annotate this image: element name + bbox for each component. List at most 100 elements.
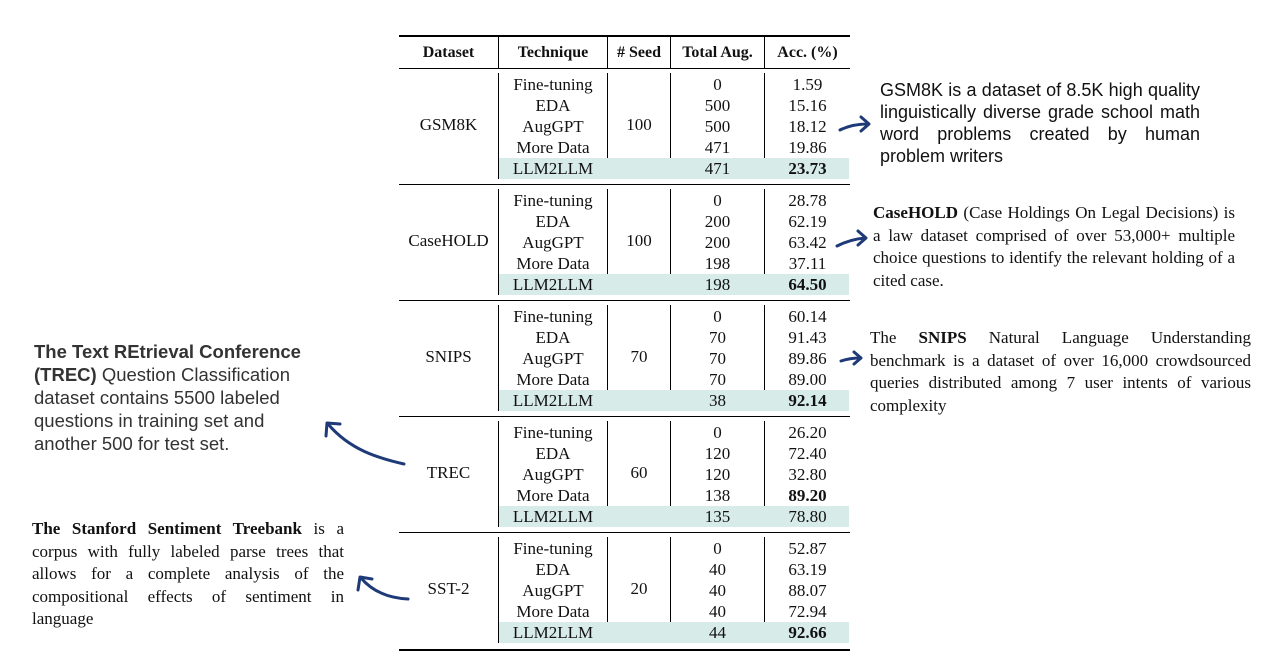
column-separator bbox=[607, 189, 608, 295]
technique-cell: More Data bbox=[516, 254, 590, 273]
total-aug-cell: 138 bbox=[704, 486, 731, 505]
technique-cell: AugGPT bbox=[522, 117, 584, 136]
technique-cell: Fine-tuning bbox=[513, 75, 593, 94]
column-separator bbox=[498, 421, 499, 527]
accuracy-cell: 72.94 bbox=[788, 602, 827, 621]
accuracy-cell: 89.00 bbox=[788, 370, 827, 389]
total-aug-cell: 200 bbox=[704, 233, 731, 252]
snips-description: Natural Language Understanding benchmark… bbox=[870, 328, 1251, 415]
total-aug-cell: 135 bbox=[704, 507, 731, 526]
technique-cell: EDA bbox=[535, 328, 571, 347]
accuracy-cell: 89.20 bbox=[788, 486, 827, 505]
accuracy-cell: 78.80 bbox=[788, 507, 827, 526]
header-rule bbox=[399, 68, 850, 69]
technique-cell: AugGPT bbox=[522, 233, 584, 252]
column-separator bbox=[607, 305, 608, 411]
column-separator bbox=[607, 73, 608, 179]
row-highlight bbox=[499, 390, 849, 411]
header-total-aug: Total Aug. bbox=[682, 44, 753, 61]
table-top-rule bbox=[399, 35, 850, 37]
header-accuracy: Acc. (%) bbox=[765, 37, 850, 68]
dataset-name: GSM8K bbox=[419, 115, 478, 134]
accuracy-cell: 32.80 bbox=[788, 465, 827, 484]
technique-cell: Fine-tuning bbox=[513, 539, 593, 558]
total-aug-cell: 0 bbox=[713, 539, 722, 558]
table-row: AugGPT 40 88.07 bbox=[399, 580, 850, 601]
accuracy-cell: 26.20 bbox=[788, 423, 827, 442]
casehold-name: CaseHOLD bbox=[873, 203, 958, 222]
trec-arrow-icon bbox=[324, 421, 406, 466]
accuracy-cell: 23.73 bbox=[788, 159, 827, 178]
group-separator bbox=[399, 300, 850, 301]
accuracy-cell: 1.59 bbox=[792, 75, 823, 94]
seed-count: 100 bbox=[626, 231, 652, 250]
total-aug-cell: 40 bbox=[709, 602, 726, 621]
column-separator bbox=[764, 189, 765, 295]
row-highlight bbox=[499, 622, 849, 643]
accuracy-cell: 88.07 bbox=[788, 581, 827, 600]
header-technique: Technique bbox=[517, 44, 589, 61]
total-aug-cell: 70 bbox=[709, 370, 726, 389]
technique-cell: EDA bbox=[535, 444, 571, 463]
total-aug-cell: 38 bbox=[709, 391, 726, 410]
technique-cell: Fine-tuning bbox=[513, 307, 593, 326]
accuracy-cell: 63.42 bbox=[788, 233, 827, 252]
technique-cell: More Data bbox=[516, 138, 590, 157]
row-highlight bbox=[499, 274, 849, 295]
column-separator bbox=[670, 421, 671, 527]
sst-arrow-icon bbox=[356, 575, 410, 601]
column-separator bbox=[764, 73, 765, 179]
accuracy-cell: 37.11 bbox=[788, 254, 827, 273]
column-separator bbox=[498, 73, 499, 179]
technique-cell: Fine-tuning bbox=[513, 191, 593, 210]
column-separator bbox=[607, 537, 608, 643]
casehold-description: (Case Holdings On Legal Decisions) is a … bbox=[873, 203, 1235, 290]
header-separator bbox=[498, 37, 499, 68]
seed-count: 20 bbox=[630, 579, 648, 598]
total-aug-cell: 0 bbox=[713, 423, 722, 442]
total-aug-cell: 40 bbox=[709, 560, 726, 579]
trec-annotation: The Text REtrieval Conference (TREC) Que… bbox=[34, 340, 326, 455]
accuracy-cell: 89.86 bbox=[788, 349, 827, 368]
column-separator bbox=[764, 421, 765, 527]
technique-cell: LLM2LLM bbox=[512, 623, 594, 642]
column-separator bbox=[498, 189, 499, 295]
accuracy-cell: 91.43 bbox=[788, 328, 827, 347]
total-aug-cell: 44 bbox=[709, 623, 726, 642]
dataset-name: TREC bbox=[426, 463, 471, 482]
column-separator bbox=[764, 305, 765, 411]
technique-cell: AugGPT bbox=[522, 581, 584, 600]
dataset-name: SNIPS bbox=[425, 347, 472, 366]
dataset-name: SST-2 bbox=[427, 579, 470, 598]
technique-cell: More Data bbox=[516, 370, 590, 389]
column-separator bbox=[498, 305, 499, 411]
total-aug-cell: 471 bbox=[704, 138, 731, 157]
technique-cell: LLM2LLM bbox=[512, 275, 594, 294]
accuracy-cell: 92.14 bbox=[788, 391, 827, 410]
total-aug-cell: 0 bbox=[713, 75, 722, 94]
row-highlight bbox=[499, 506, 849, 527]
total-aug-cell: 40 bbox=[709, 581, 726, 600]
total-aug-cell: 198 bbox=[704, 275, 731, 294]
header-separator bbox=[670, 37, 671, 68]
group-separator bbox=[399, 416, 850, 417]
technique-cell: Fine-tuning bbox=[513, 423, 593, 442]
snips-arrow-icon bbox=[839, 350, 863, 366]
technique-cell: More Data bbox=[516, 602, 590, 621]
header-separator bbox=[607, 37, 608, 68]
table-row: More Data 70 89.00 bbox=[399, 369, 850, 390]
technique-cell: LLM2LLM bbox=[512, 159, 594, 178]
accuracy-cell: 62.19 bbox=[788, 212, 827, 231]
group-separator bbox=[399, 184, 850, 185]
column-separator bbox=[670, 305, 671, 411]
